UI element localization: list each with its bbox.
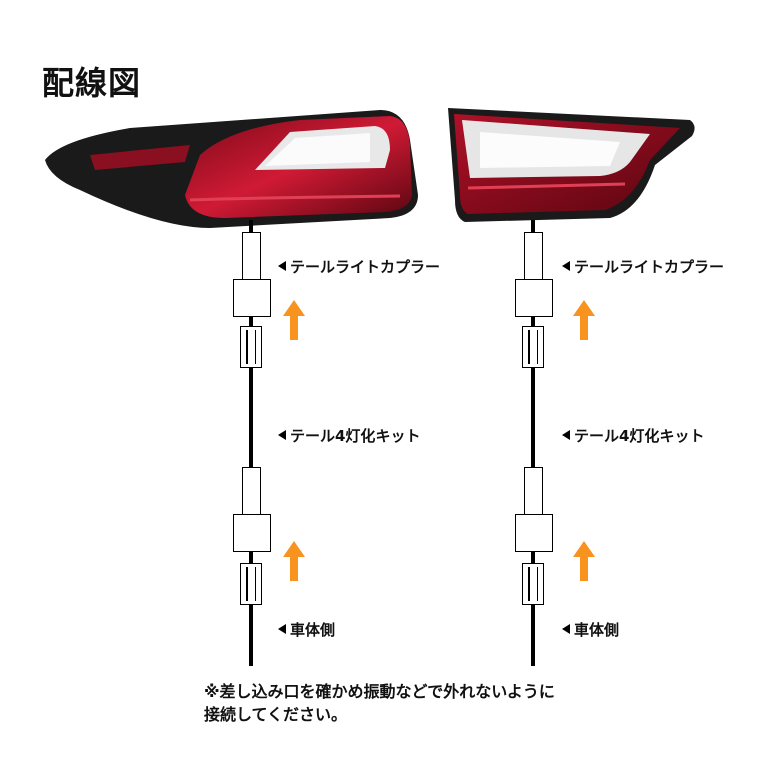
kit-coupler — [233, 514, 271, 552]
up-arrow-icon — [573, 300, 595, 340]
left-triangle-icon — [562, 624, 570, 634]
vehicle-side-label: 車体側 — [562, 619, 619, 640]
kit-plug — [242, 467, 261, 517]
up-arrow-icon — [283, 541, 305, 581]
lamp-side-plug — [524, 232, 543, 282]
right-tail-lamp-image — [440, 100, 700, 230]
left-triangle-icon — [562, 430, 570, 440]
page-title: 配線図 — [42, 58, 141, 104]
tail-light-coupler — [233, 279, 271, 317]
coupler-label: テールライトカプラー — [562, 256, 724, 277]
vehicle-connector — [240, 563, 262, 605]
left-triangle-icon — [278, 624, 286, 634]
coupler-label: テールライトカプラー — [278, 256, 440, 277]
kit-label: テール4灯化キット — [562, 425, 704, 446]
kit-plug — [524, 467, 543, 517]
vehicle-connector — [522, 563, 544, 605]
tail-light-coupler — [515, 279, 553, 317]
vehicle-side-label: 車体側 — [278, 619, 335, 640]
kit-label: テール4灯化キット — [278, 425, 420, 446]
lamp-side-plug — [242, 232, 261, 282]
up-arrow-icon — [283, 300, 305, 340]
up-arrow-icon — [573, 541, 595, 581]
note-line-2: 接続してください。 — [204, 703, 555, 726]
caution-note: ※差し込み口を確かめ振動などで外れないように 接続してください。 — [204, 680, 555, 726]
left-tail-lamp-image — [40, 100, 420, 230]
note-line-1: ※差し込み口を確かめ振動などで外れないように — [204, 680, 555, 703]
kit-male-connector — [240, 326, 262, 368]
left-triangle-icon — [278, 261, 286, 271]
left-triangle-icon — [562, 261, 570, 271]
left-triangle-icon — [278, 430, 286, 440]
kit-coupler — [515, 514, 553, 552]
kit-male-connector — [522, 326, 544, 368]
